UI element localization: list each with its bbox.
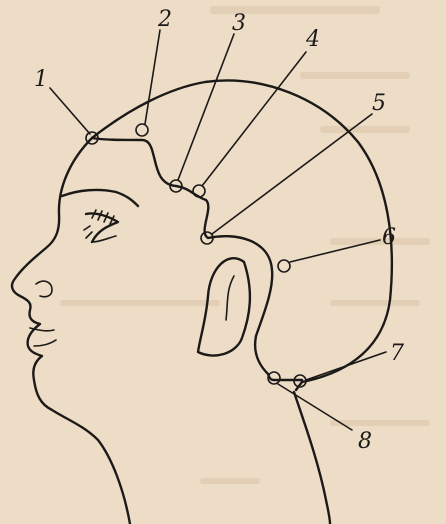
label-5: 5 — [372, 91, 386, 116]
hairline-contour — [92, 138, 302, 380]
point-4 — [193, 185, 205, 197]
point-2 — [136, 124, 148, 136]
label-3: 3 — [232, 11, 246, 36]
neck-back-outline — [294, 392, 330, 524]
label-6: 6 — [382, 225, 396, 250]
eye — [84, 210, 118, 242]
reference-points — [86, 124, 306, 387]
label-8: 8 — [358, 429, 372, 454]
label-7: 7 — [390, 341, 404, 366]
label-4: 4 — [305, 27, 320, 52]
face-profile-outline — [12, 138, 130, 524]
point-6 — [278, 260, 290, 272]
label-1: 1 — [34, 67, 48, 92]
background-texture — [60, 6, 430, 484]
ear-outline — [198, 258, 250, 355]
label-2: 2 — [157, 7, 172, 32]
eyebrow — [62, 190, 138, 206]
ear-inner — [226, 276, 234, 320]
nostril — [36, 281, 52, 297]
